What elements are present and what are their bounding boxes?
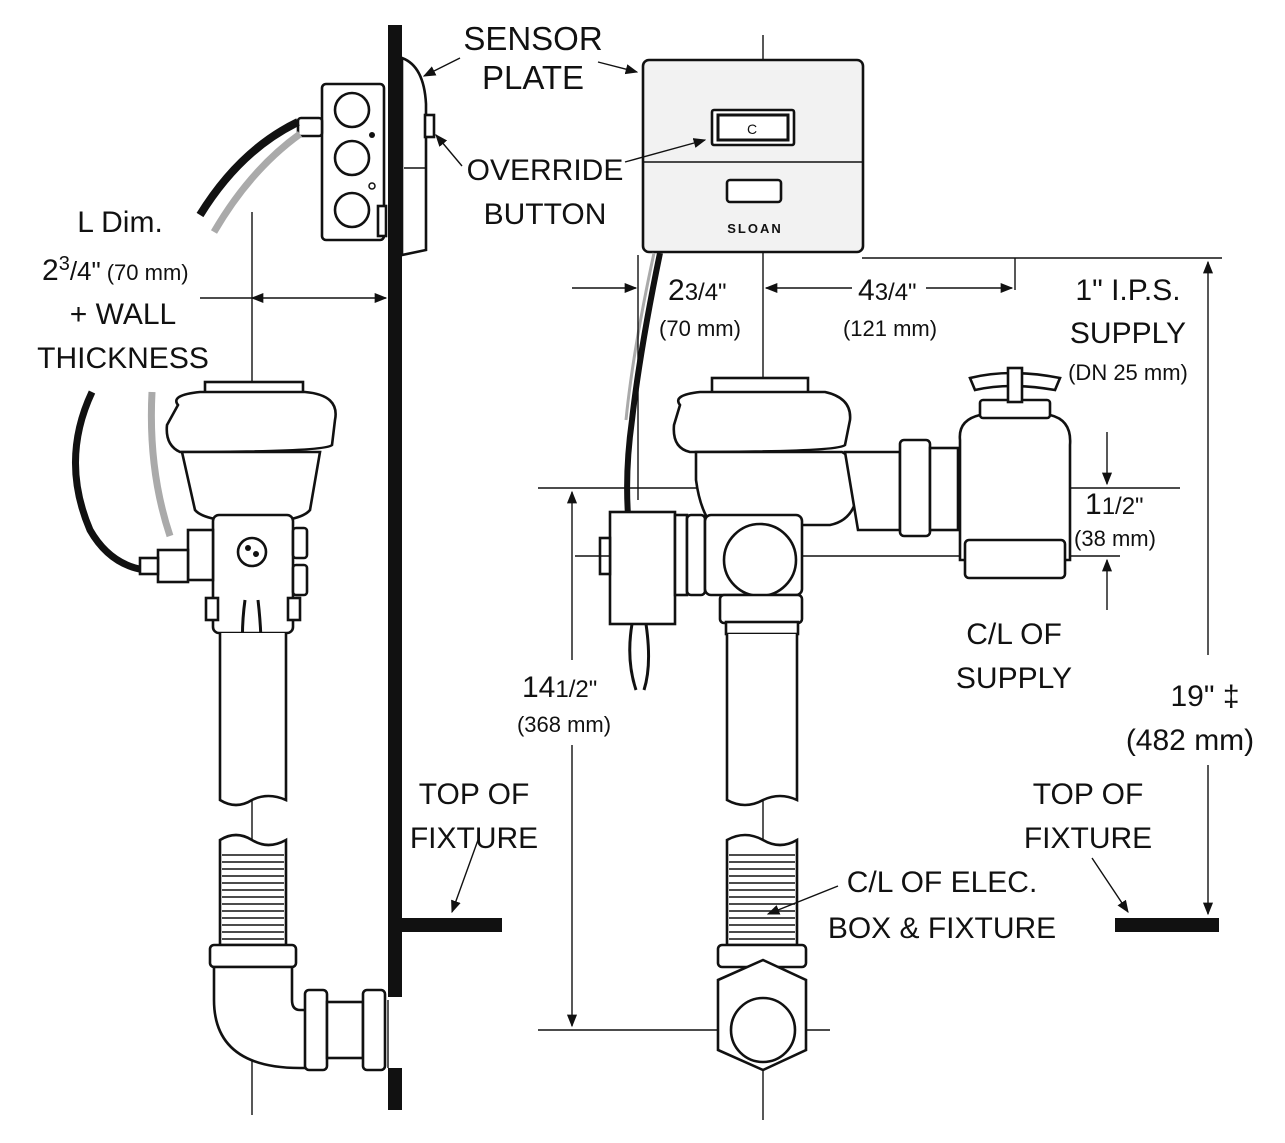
sensor-cable-gray [210, 131, 303, 234]
vacuum-breaker-tube [208, 833, 387, 1072]
cl-elec-label-2: BOX & FIXTURE [828, 912, 1056, 945]
l-dim-label-2: 23/4"(70 mm) [42, 253, 189, 287]
front-tube [716, 833, 808, 1072]
dim-4-3-4: 43/4" [858, 274, 917, 307]
dim-19-metric: (482 mm) [1126, 724, 1254, 757]
flushometer-front [672, 366, 1072, 636]
supply-label-1: 1" I.P.S. [1075, 274, 1180, 307]
sensor-plate-label-1: SENSOR [463, 20, 602, 57]
dim-1-1-2-metric: (38 mm) [1074, 526, 1156, 551]
sensor-plate-side [400, 56, 428, 257]
cl-supply-label-2: SUPPLY [956, 662, 1072, 695]
dim-14-1-2: 141/2" [522, 671, 597, 704]
front-view: C SLOAN [422, 35, 1222, 1120]
dim-2-3-4: 23/4" [668, 274, 727, 307]
l-dim-label-3: + WALL [70, 298, 176, 331]
override-c-glyph: C [747, 121, 757, 137]
cl-elec-label-1: C/L OF ELEC. [847, 866, 1038, 899]
cl-supply-label-1: C/L OF [966, 618, 1062, 651]
override-button-label-2: BUTTON [484, 198, 607, 231]
sensor-plate-front: C SLOAN [641, 58, 865, 254]
top-of-fixture-left-1: TOP OF [419, 778, 530, 811]
electrical-box [320, 82, 388, 242]
override-button-label-1: OVERRIDE [467, 154, 624, 187]
sensor-plate-label-2: PLATE [482, 59, 584, 96]
top-of-fixture-right-1: TOP OF [1033, 778, 1144, 811]
fixture-top-right [1115, 918, 1219, 932]
dim-4-3-4-metric: (121 mm) [843, 316, 937, 341]
dim-2-3-4-metric: (70 mm) [659, 316, 741, 341]
dim-1-1-2: 11/2" [1085, 488, 1144, 521]
text-labels: SENSOR PLATE OVERRIDE BUTTON L Dim. 23/4… [37, 20, 1254, 945]
side-view [72, 25, 502, 1115]
dim-14-1-2-metric: (368 mm) [517, 712, 611, 737]
wall-lower [388, 1068, 402, 1110]
dim-19: 19" ‡ [1170, 680, 1239, 713]
l-dim-label-1: L Dim. [77, 206, 163, 239]
top-of-fixture-left-2: FIXTURE [410, 822, 538, 855]
l-dim-label-4: THICKNESS [37, 342, 209, 375]
top-of-fixture-right-2: FIXTURE [1024, 822, 1152, 855]
fixture-top-left [402, 918, 502, 932]
wall [388, 25, 402, 997]
supply-label-2: SUPPLY [1070, 317, 1186, 350]
brand-logo: SLOAN [727, 221, 783, 236]
sensor-cable-black [196, 118, 300, 218]
solenoid [575, 510, 707, 691]
flushometer-side [138, 380, 337, 701]
supply-label-3: (DN 25 mm) [1068, 360, 1188, 385]
